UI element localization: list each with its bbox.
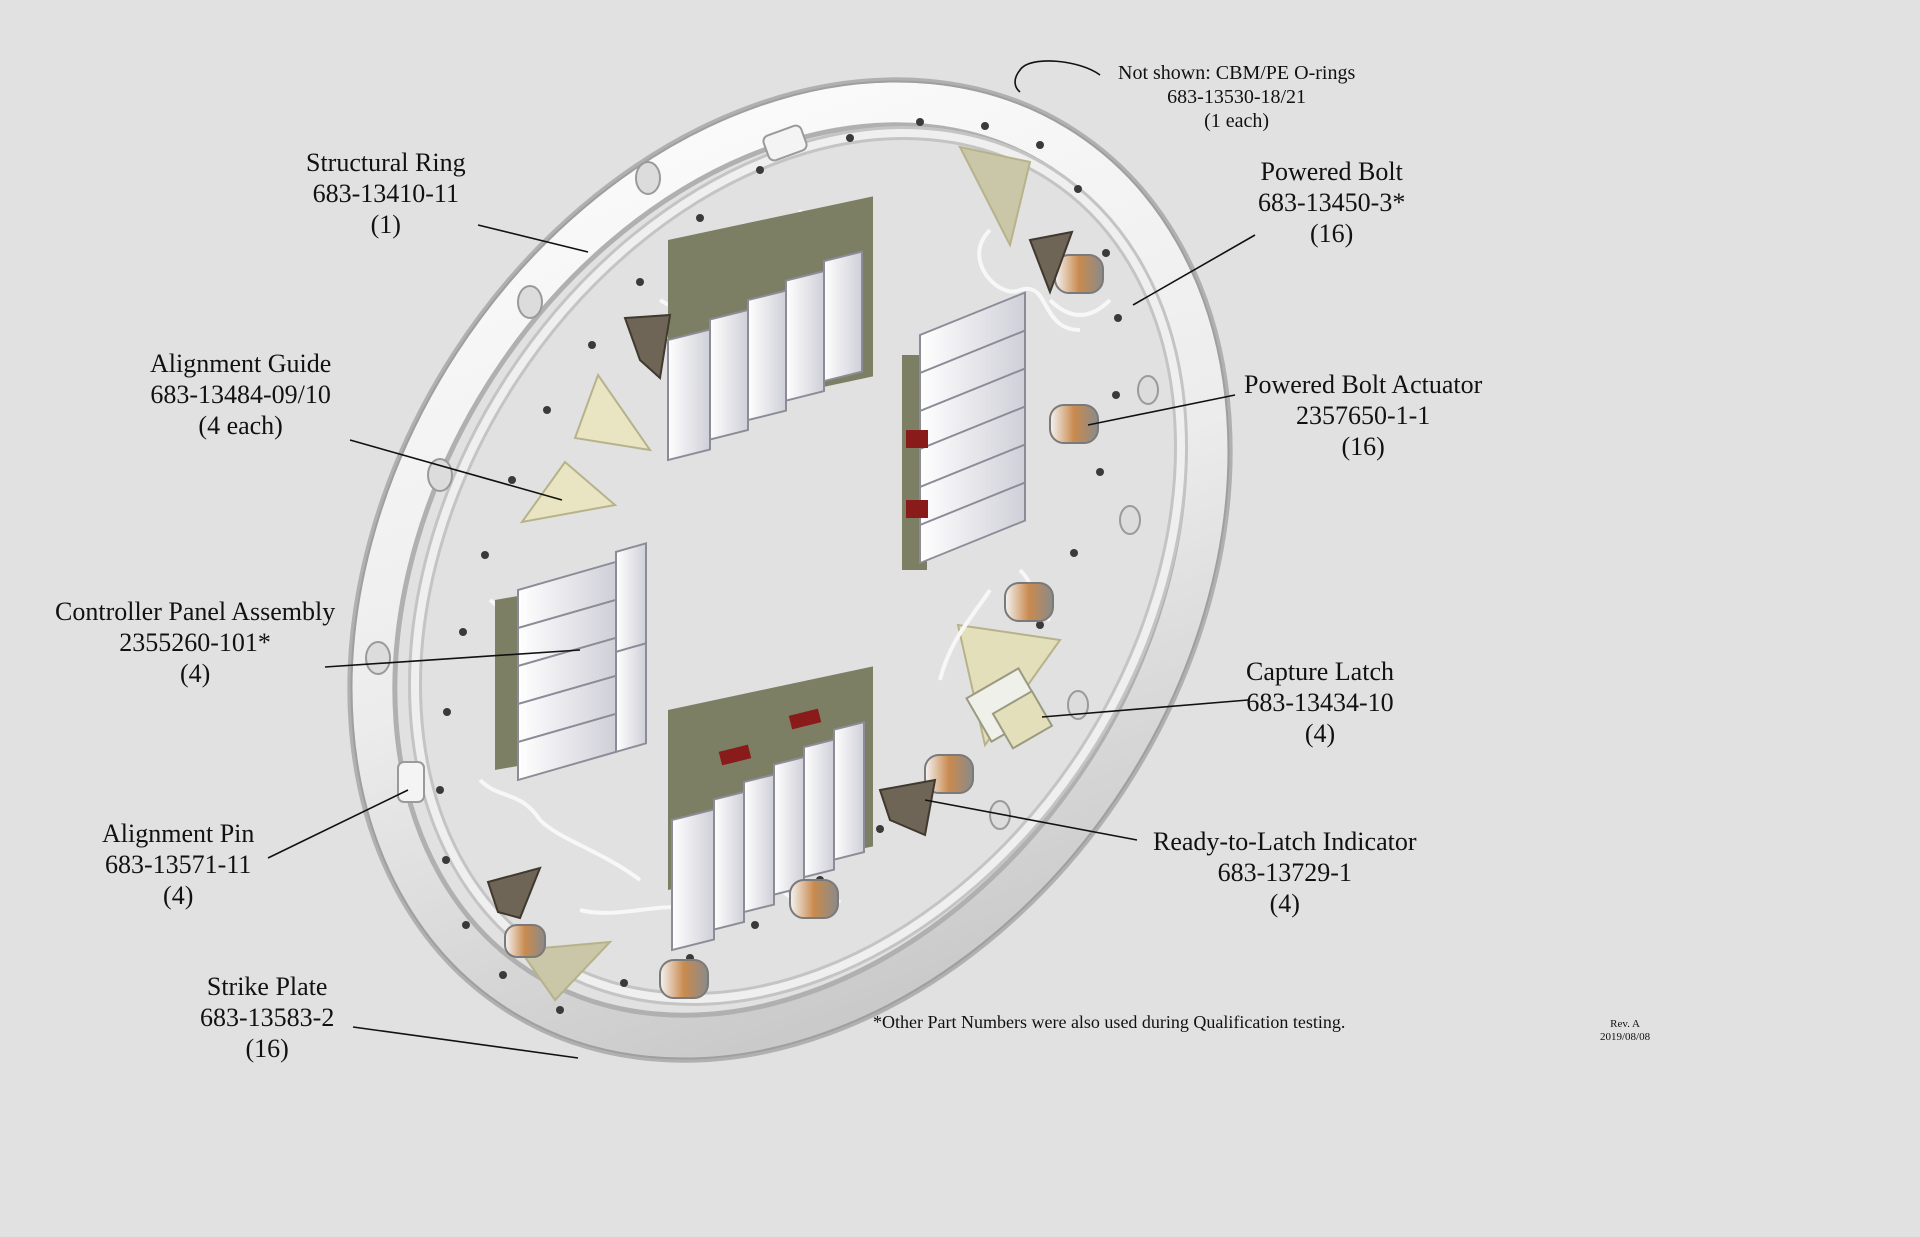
label-controller-panel: Controller Panel Assembly 2355260-101* (…: [55, 596, 335, 689]
revision-rev: Rev. A: [1610, 1018, 1640, 1030]
controller-panel-qty: (4): [179, 659, 211, 688]
powered-bolt-actuator-part: 2357650-1-1: [1295, 401, 1431, 430]
ring-knobs: [365, 161, 1159, 830]
controller-panel-bottom: [668, 666, 873, 952]
label-ready-to-latch: Ready-to-Latch Indicator 683-13729-1 (4): [1153, 826, 1417, 919]
alignment-guide-part: 683-13484-09/10: [150, 380, 331, 409]
note-line-2: 683-13530-18/21: [1167, 86, 1307, 108]
note-not-shown: Not shown: CBM/PE O-rings 683-13530-18/2…: [1118, 61, 1355, 133]
powered-bolt-actuator-name: Powered Bolt Actuator: [1244, 370, 1483, 399]
controller-panel-top: [667, 196, 873, 462]
strike-plate-part: 683-13583-2: [200, 1003, 335, 1032]
label-alignment-pin: Alignment Pin 683-13571-11 (4): [102, 818, 254, 911]
alignment-guide-name: Alignment Guide: [150, 349, 332, 378]
controller-panel-right: [902, 291, 1026, 570]
structural-ring-qty: (1): [370, 210, 401, 239]
label-powered-bolt: Powered Bolt 683-13450-3* (16): [1258, 156, 1405, 249]
controller-panel-left: [495, 542, 647, 782]
label-strike-plate: Strike Plate 683-13583-2 (16): [200, 971, 334, 1064]
ready-to-latch-part: 683-13729-1: [1217, 858, 1352, 887]
structural-ring-name: Structural Ring: [306, 148, 466, 177]
powered-bolt-qty: (16): [1310, 219, 1354, 248]
alignment-pin-name: Alignment Pin: [102, 819, 255, 848]
revision-block: Rev. A 2019/08/08: [1600, 1018, 1650, 1044]
strike-plate-name: Strike Plate: [206, 972, 328, 1001]
capture-latch-qty: (4): [1304, 719, 1336, 748]
powered-bolt-actuator-qty: (16): [1341, 432, 1385, 461]
powered-bolt-name: Powered Bolt: [1260, 157, 1403, 186]
revision-date: 2019/08/08: [1600, 1031, 1651, 1043]
controller-panel-name: Controller Panel Assembly: [55, 597, 336, 626]
note-line-3: (1 each): [1204, 110, 1270, 132]
label-capture-latch: Capture Latch 683-13434-10 (4): [1246, 656, 1394, 749]
capture-latch-name: Capture Latch: [1246, 657, 1394, 686]
ready-to-latch-name: Ready-to-Latch Indicator: [1153, 827, 1417, 856]
strike-plate-qty: (16): [245, 1034, 289, 1063]
label-powered-bolt-actuator: Powered Bolt Actuator 2357650-1-1 (16): [1244, 369, 1482, 462]
powered-bolt-part: 683-13450-3*: [1258, 188, 1406, 217]
alignment-pin-qty: (4): [163, 881, 194, 910]
structural-ring-part: 683-13410-11: [312, 179, 459, 208]
footnote: *Other Part Numbers were also used durin…: [873, 1012, 1346, 1032]
ready-to-latch-indicators: [486, 230, 1074, 920]
alignment-guide-qty: (4 each): [198, 411, 283, 440]
controller-panel-part: 2355260-101*: [119, 628, 271, 657]
alignment-pin-part: 683-13571-11: [105, 850, 252, 879]
note-line-1: Not shown: CBM/PE O-rings: [1118, 62, 1356, 84]
label-alignment-guide: Alignment Guide 683-13484-09/10 (4 each): [150, 348, 331, 441]
leader-lines: [267, 60, 1256, 1059]
capture-latch: [965, 666, 1054, 750]
ready-to-latch-qty: (4): [1269, 889, 1300, 918]
capture-latch-part: 683-13434-10: [1246, 688, 1394, 717]
powered-bolt-actuators: [504, 254, 1104, 999]
label-structural-ring: Structural Ring 683-13410-11 (1): [306, 147, 466, 240]
